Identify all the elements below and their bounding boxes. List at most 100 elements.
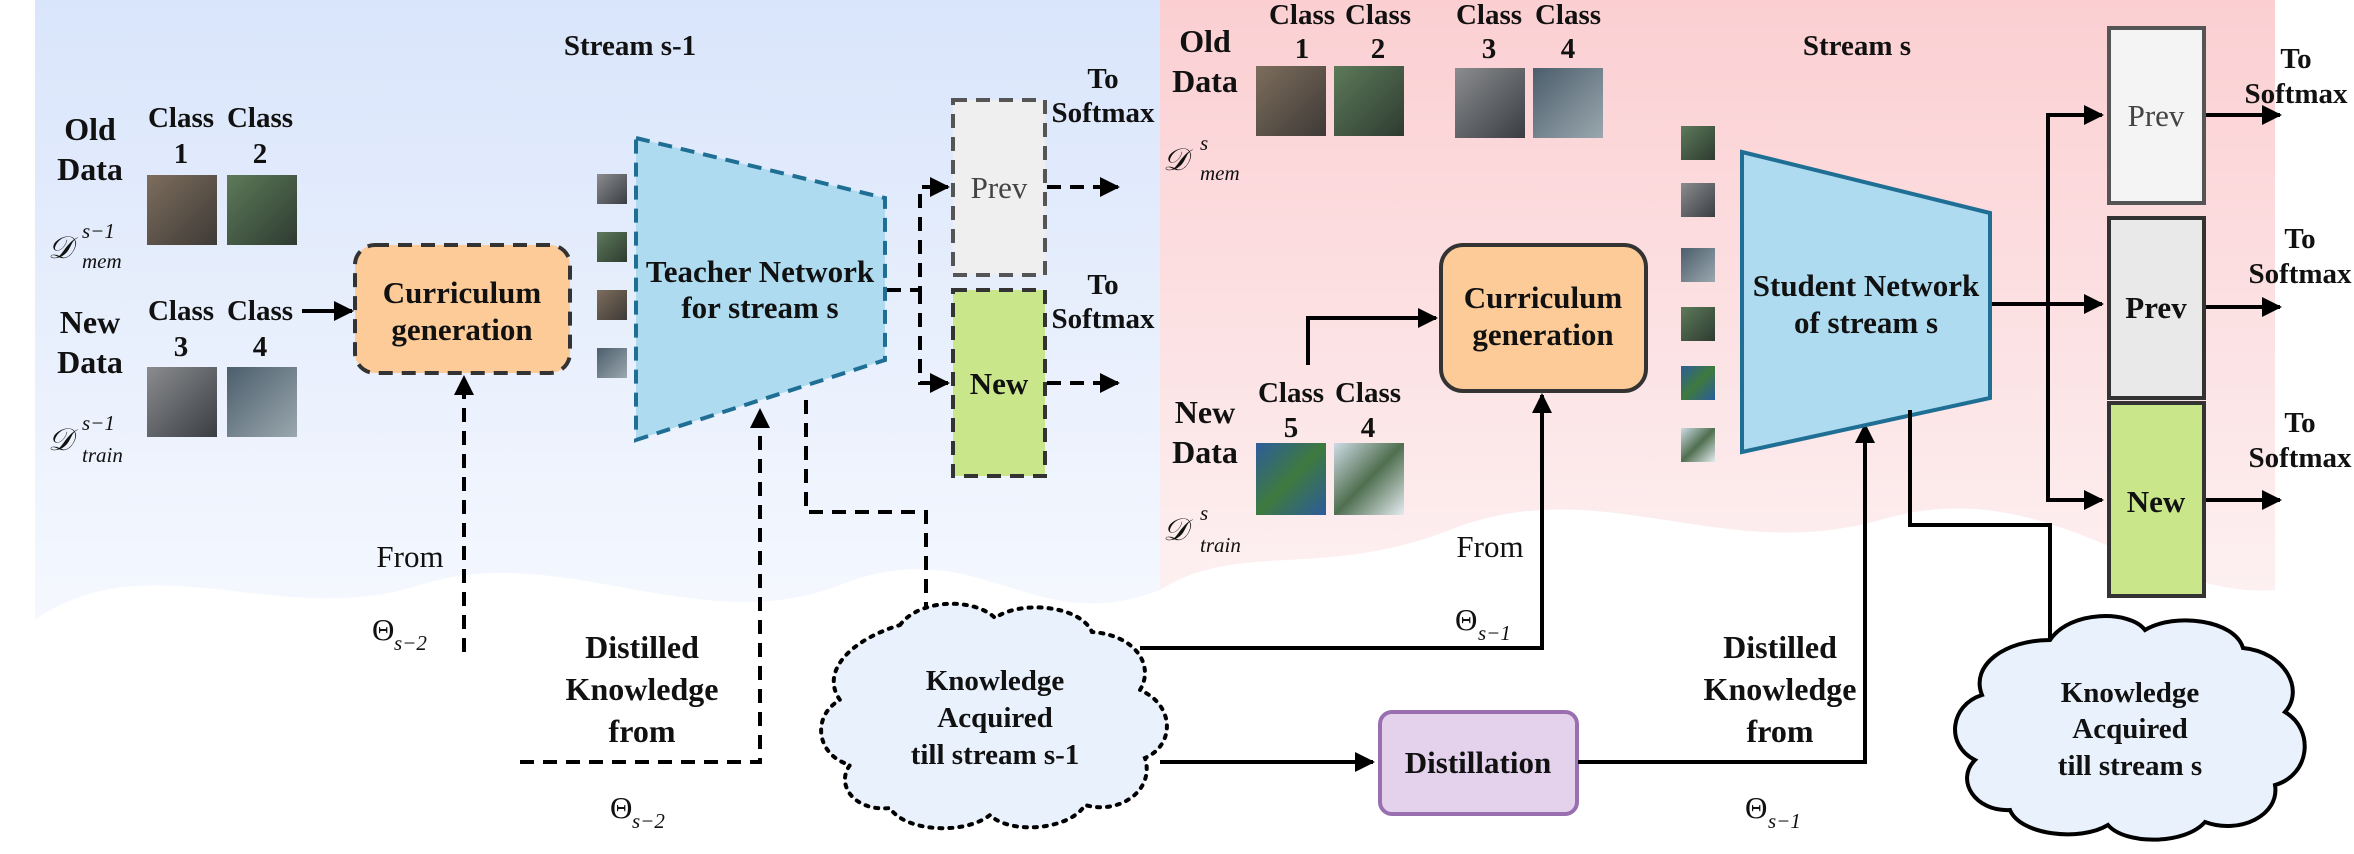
svg-text:Data: Data	[57, 151, 123, 187]
svg-text:Data: Data	[1172, 63, 1238, 99]
distilled-knowledge-prev: Distilled Knowledge from	[566, 629, 719, 749]
old-data-label-curr: Old Data	[1172, 23, 1238, 99]
distillation-box	[1378, 710, 1579, 816]
svg-text:Θ: Θ	[1455, 602, 1477, 637]
knowledge-curr-line1: Knowledge	[2061, 677, 2200, 709]
student-head-prev-2-label: Prev	[2125, 290, 2187, 325]
curriculum-prev-line2: generation	[391, 312, 532, 347]
svg-text:3: 3	[174, 331, 189, 363]
knowledge-curr-line2: Acquired	[2072, 713, 2187, 745]
svg-text:Data: Data	[57, 344, 123, 380]
svg-text:Class: Class	[1345, 0, 1411, 31]
svg-text:Class: Class	[227, 295, 293, 327]
new-image-class-3	[147, 367, 217, 437]
svg-text:Θ: Θ	[1745, 790, 1767, 825]
teacher-head-prev	[951, 98, 1047, 277]
svg-text:s: s	[1200, 131, 1208, 155]
svg-text:Class: Class	[1335, 377, 1401, 409]
distilled-knowledge-curr: Distilled Knowledge from	[1704, 629, 1857, 749]
svg-text:Distilled: Distilled	[1723, 629, 1837, 665]
svg-text:Softmax: Softmax	[2244, 78, 2348, 110]
curriculum-generation-curr	[1439, 243, 1648, 393]
curriculum-tile-prev-4	[597, 348, 627, 378]
svg-text:2: 2	[253, 138, 268, 170]
svg-text:2: 2	[1371, 33, 1386, 65]
class-label-curr-5: Class 5	[1258, 377, 1324, 444]
svg-text:To: To	[2280, 43, 2311, 75]
svg-text:train: train	[1200, 533, 1241, 557]
knowledge-prev-line3: till stream s-1	[911, 739, 1080, 771]
teacher-network-line1: Teacher Network	[646, 254, 875, 289]
svg-text:Knowledge: Knowledge	[566, 671, 719, 707]
student-network-line2: of stream s	[1794, 305, 1938, 340]
curriculum-tile-curr-6	[1681, 428, 1715, 462]
curriculum-tile-prev-2	[597, 232, 627, 262]
from-label-prev: From	[376, 539, 443, 574]
stream-curr-background	[1160, 0, 2275, 591]
svg-text:Class: Class	[148, 295, 214, 327]
svg-text:New: New	[60, 304, 120, 340]
old-image-curr-class-1	[1256, 66, 1326, 136]
svg-text:To: To	[1087, 63, 1118, 95]
svg-text:Class: Class	[148, 102, 214, 134]
svg-text:Class: Class	[1535, 0, 1601, 31]
curriculum-curr-line2: generation	[1472, 317, 1613, 352]
class-label-curr-4: Class 4	[1535, 0, 1601, 65]
svg-text:from: from	[1747, 713, 1814, 749]
curriculum-tile-curr-2	[1681, 183, 1715, 217]
svg-text:4: 4	[1561, 33, 1576, 65]
curriculum-tile-curr-5	[1681, 366, 1715, 400]
student-head-new	[2107, 401, 2206, 598]
svg-text:To: To	[1087, 269, 1118, 301]
new-image-curr-class-4	[1334, 443, 1404, 515]
svg-text:mem: mem	[82, 249, 122, 273]
svg-text:Softmax: Softmax	[1051, 97, 1155, 129]
theta-s-2-distilled: Θ s−2	[610, 790, 665, 833]
svg-text:Knowledge: Knowledge	[1704, 671, 1857, 707]
curriculum-tile-curr-4	[1681, 307, 1715, 341]
stream-curr-title: Stream s	[1803, 30, 1911, 62]
svg-text:3: 3	[1482, 33, 1497, 65]
svg-text:s−2: s−2	[632, 809, 665, 833]
student-network-line1: Student Network	[1753, 268, 1980, 303]
svg-text:s−1: s−1	[82, 219, 115, 243]
knowledge-prev-line2: Acquired	[937, 702, 1052, 734]
class-label-curr-1: Class 1	[1269, 0, 1335, 65]
old-image-class-2	[227, 175, 297, 245]
new-image-class-4	[227, 367, 297, 437]
svg-text:New: New	[1175, 394, 1235, 430]
svg-text:Softmax: Softmax	[2248, 258, 2352, 290]
knowledge-cloud-curr	[1953, 614, 2307, 842]
new-data-label-curr: New Data	[1172, 394, 1238, 470]
svg-text:s−1: s−1	[1768, 809, 1801, 833]
svg-text:5: 5	[1284, 412, 1299, 444]
svg-text:Class: Class	[227, 102, 293, 134]
old-data-label: Old Data	[57, 111, 123, 187]
to-softmax-curr-1: To Softmax	[2244, 43, 2348, 110]
class-label-2: Class 2	[227, 102, 293, 170]
class-label-1: Class 1	[148, 102, 214, 170]
theta-s-2-from: Θ s−2	[372, 612, 427, 655]
student-head-prev-1-label: Prev	[2128, 98, 2185, 133]
student-head-prev-2	[2107, 216, 2206, 400]
old-image-curr-class-4	[1533, 68, 1603, 138]
svg-text:Class: Class	[1258, 377, 1324, 409]
svg-text:Θ: Θ	[610, 790, 632, 825]
svg-text:Distilled: Distilled	[585, 629, 699, 665]
svg-text:Old: Old	[64, 111, 116, 147]
teacher-head-new-label: New	[970, 366, 1029, 401]
student-head-new-label: New	[2127, 484, 2186, 519]
stream-prev-title: Stream s-1	[564, 30, 696, 62]
svg-text:Softmax: Softmax	[1051, 303, 1155, 335]
svg-text:To: To	[2284, 407, 2315, 439]
svg-text:train: train	[82, 443, 123, 467]
to-softmax-prev-1: To Softmax	[1051, 63, 1155, 129]
svg-text:1: 1	[174, 138, 189, 170]
new-data-label: New Data	[57, 304, 123, 380]
svg-text:s−1: s−1	[1478, 621, 1511, 645]
theta-s-1-from: Θ s−1	[1455, 602, 1511, 645]
from-label-curr: From	[1456, 529, 1523, 564]
svg-text:Softmax: Softmax	[2248, 442, 2352, 474]
curriculum-prev-line1: Curriculum	[383, 275, 542, 310]
